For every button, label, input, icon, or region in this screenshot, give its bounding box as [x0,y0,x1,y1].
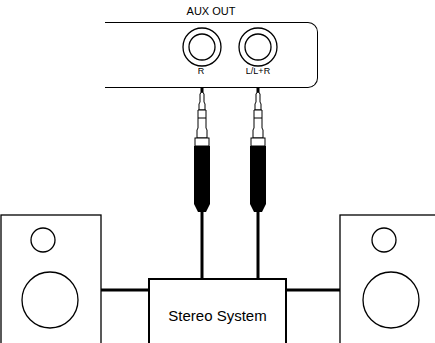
output-panel: AUX OUT [105,22,318,88]
jack-label: R [198,66,205,76]
jack-label: L/L+R [246,66,270,76]
speaker-symbols [1,215,435,343]
stereo-system-box: Stereo System [148,278,287,343]
box-label: Stereo System [168,307,266,324]
panel-heading: AUX OUT [105,5,317,17]
jack-symbols [183,28,277,66]
plug-symbols [194,92,266,212]
